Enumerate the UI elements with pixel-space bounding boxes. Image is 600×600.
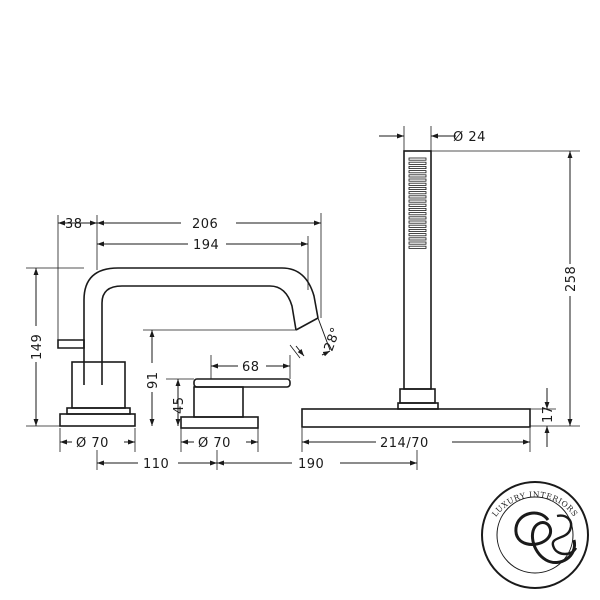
- grille-slot: [408, 174, 427, 178]
- grille-slot: [408, 178, 427, 182]
- grille-slot: [408, 207, 427, 211]
- spout: [57, 267, 319, 427]
- dim-214-70: 214/70: [380, 436, 429, 451]
- dim-diameter-70-left: Ø 70: [76, 436, 109, 451]
- dim-diameter-24: Ø 24: [453, 130, 486, 145]
- dim-194: 194: [193, 238, 219, 253]
- grille-slot: [408, 195, 427, 199]
- grille-slot: [408, 216, 427, 220]
- grille-slot: [408, 224, 427, 228]
- grille-slot: [408, 237, 427, 241]
- mixer-valve: [180, 378, 291, 429]
- grille-slot: [408, 157, 427, 161]
- hand-shower: [301, 150, 531, 428]
- grille-slot: [408, 233, 427, 237]
- dim-206: 206: [192, 217, 218, 232]
- grille-slot: [408, 186, 427, 190]
- dim-38: 38: [65, 217, 83, 232]
- dim-91: 91: [146, 371, 161, 389]
- grille-slot: [408, 161, 427, 165]
- dim-110: 110: [143, 457, 169, 472]
- grille-slot: [408, 165, 427, 169]
- grille-slot: [408, 191, 427, 195]
- grille-slot: [408, 241, 427, 245]
- dimension-labels: 38 206 194 149 91 45 68 28° Ø 70 Ø 70 21…: [30, 130, 579, 472]
- dimension-lines: [26, 126, 580, 470]
- dim-258: 258: [564, 266, 579, 292]
- dim-68: 68: [242, 360, 260, 375]
- dim-17: 17: [541, 405, 556, 423]
- luxury-interiors-logo: LUXURY INTERIORS: [481, 481, 589, 589]
- dim-190: 190: [298, 457, 324, 472]
- dim-45: 45: [172, 396, 187, 414]
- grille-slot: [408, 228, 427, 232]
- grille-slot: [408, 220, 427, 224]
- grille-slot: [408, 182, 427, 186]
- grille-slot: [408, 212, 427, 216]
- grille-slot: [408, 203, 427, 207]
- grille-slot: [408, 170, 427, 174]
- dim-28: 28°: [322, 325, 344, 353]
- dim-diameter-70-middle: Ø 70: [198, 436, 231, 451]
- dim-149: 149: [30, 334, 45, 360]
- grille-slot: [408, 245, 427, 249]
- shower-head-grille: [408, 157, 427, 249]
- grille-slot: [408, 199, 427, 203]
- logo-monogram-icon: [514, 511, 578, 564]
